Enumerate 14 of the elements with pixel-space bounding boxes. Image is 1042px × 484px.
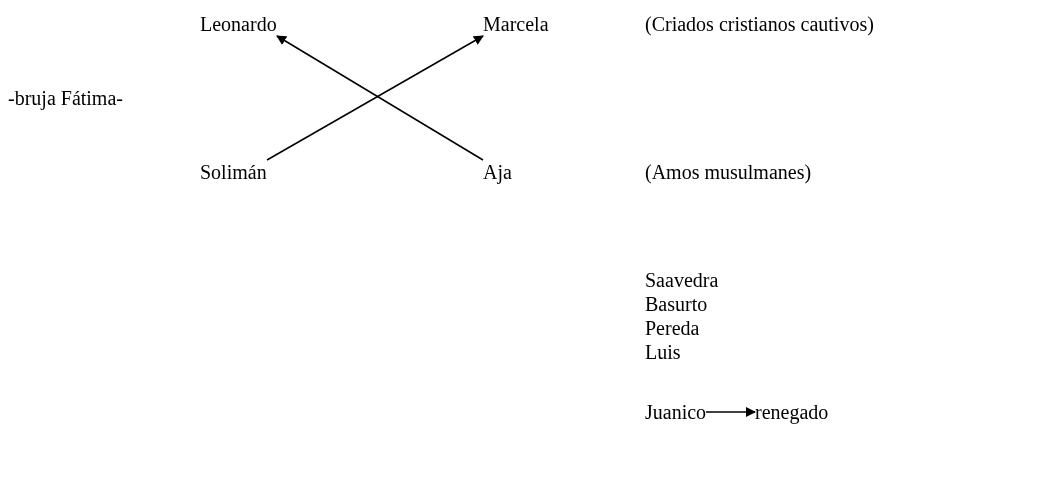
text-label: (Amos musulmanes) [645, 160, 812, 184]
text-label: Saavedra [645, 268, 719, 292]
name-label: Solimán [200, 160, 267, 184]
name-label: Aja [483, 160, 512, 184]
text-label: Basurto [645, 292, 708, 316]
text-label: (Criados cristianos cautivos) [645, 12, 874, 36]
arrow [705, 407, 756, 417]
name-label: Marcela [483, 12, 549, 36]
text-label: Luis [645, 340, 681, 364]
name-label: Leonardo [200, 12, 277, 36]
name-label: Juanico [645, 400, 707, 424]
text-label: -bruja Fátima- [8, 86, 123, 110]
name-label: renegado [755, 400, 829, 424]
text-label: Pereda [645, 316, 700, 340]
